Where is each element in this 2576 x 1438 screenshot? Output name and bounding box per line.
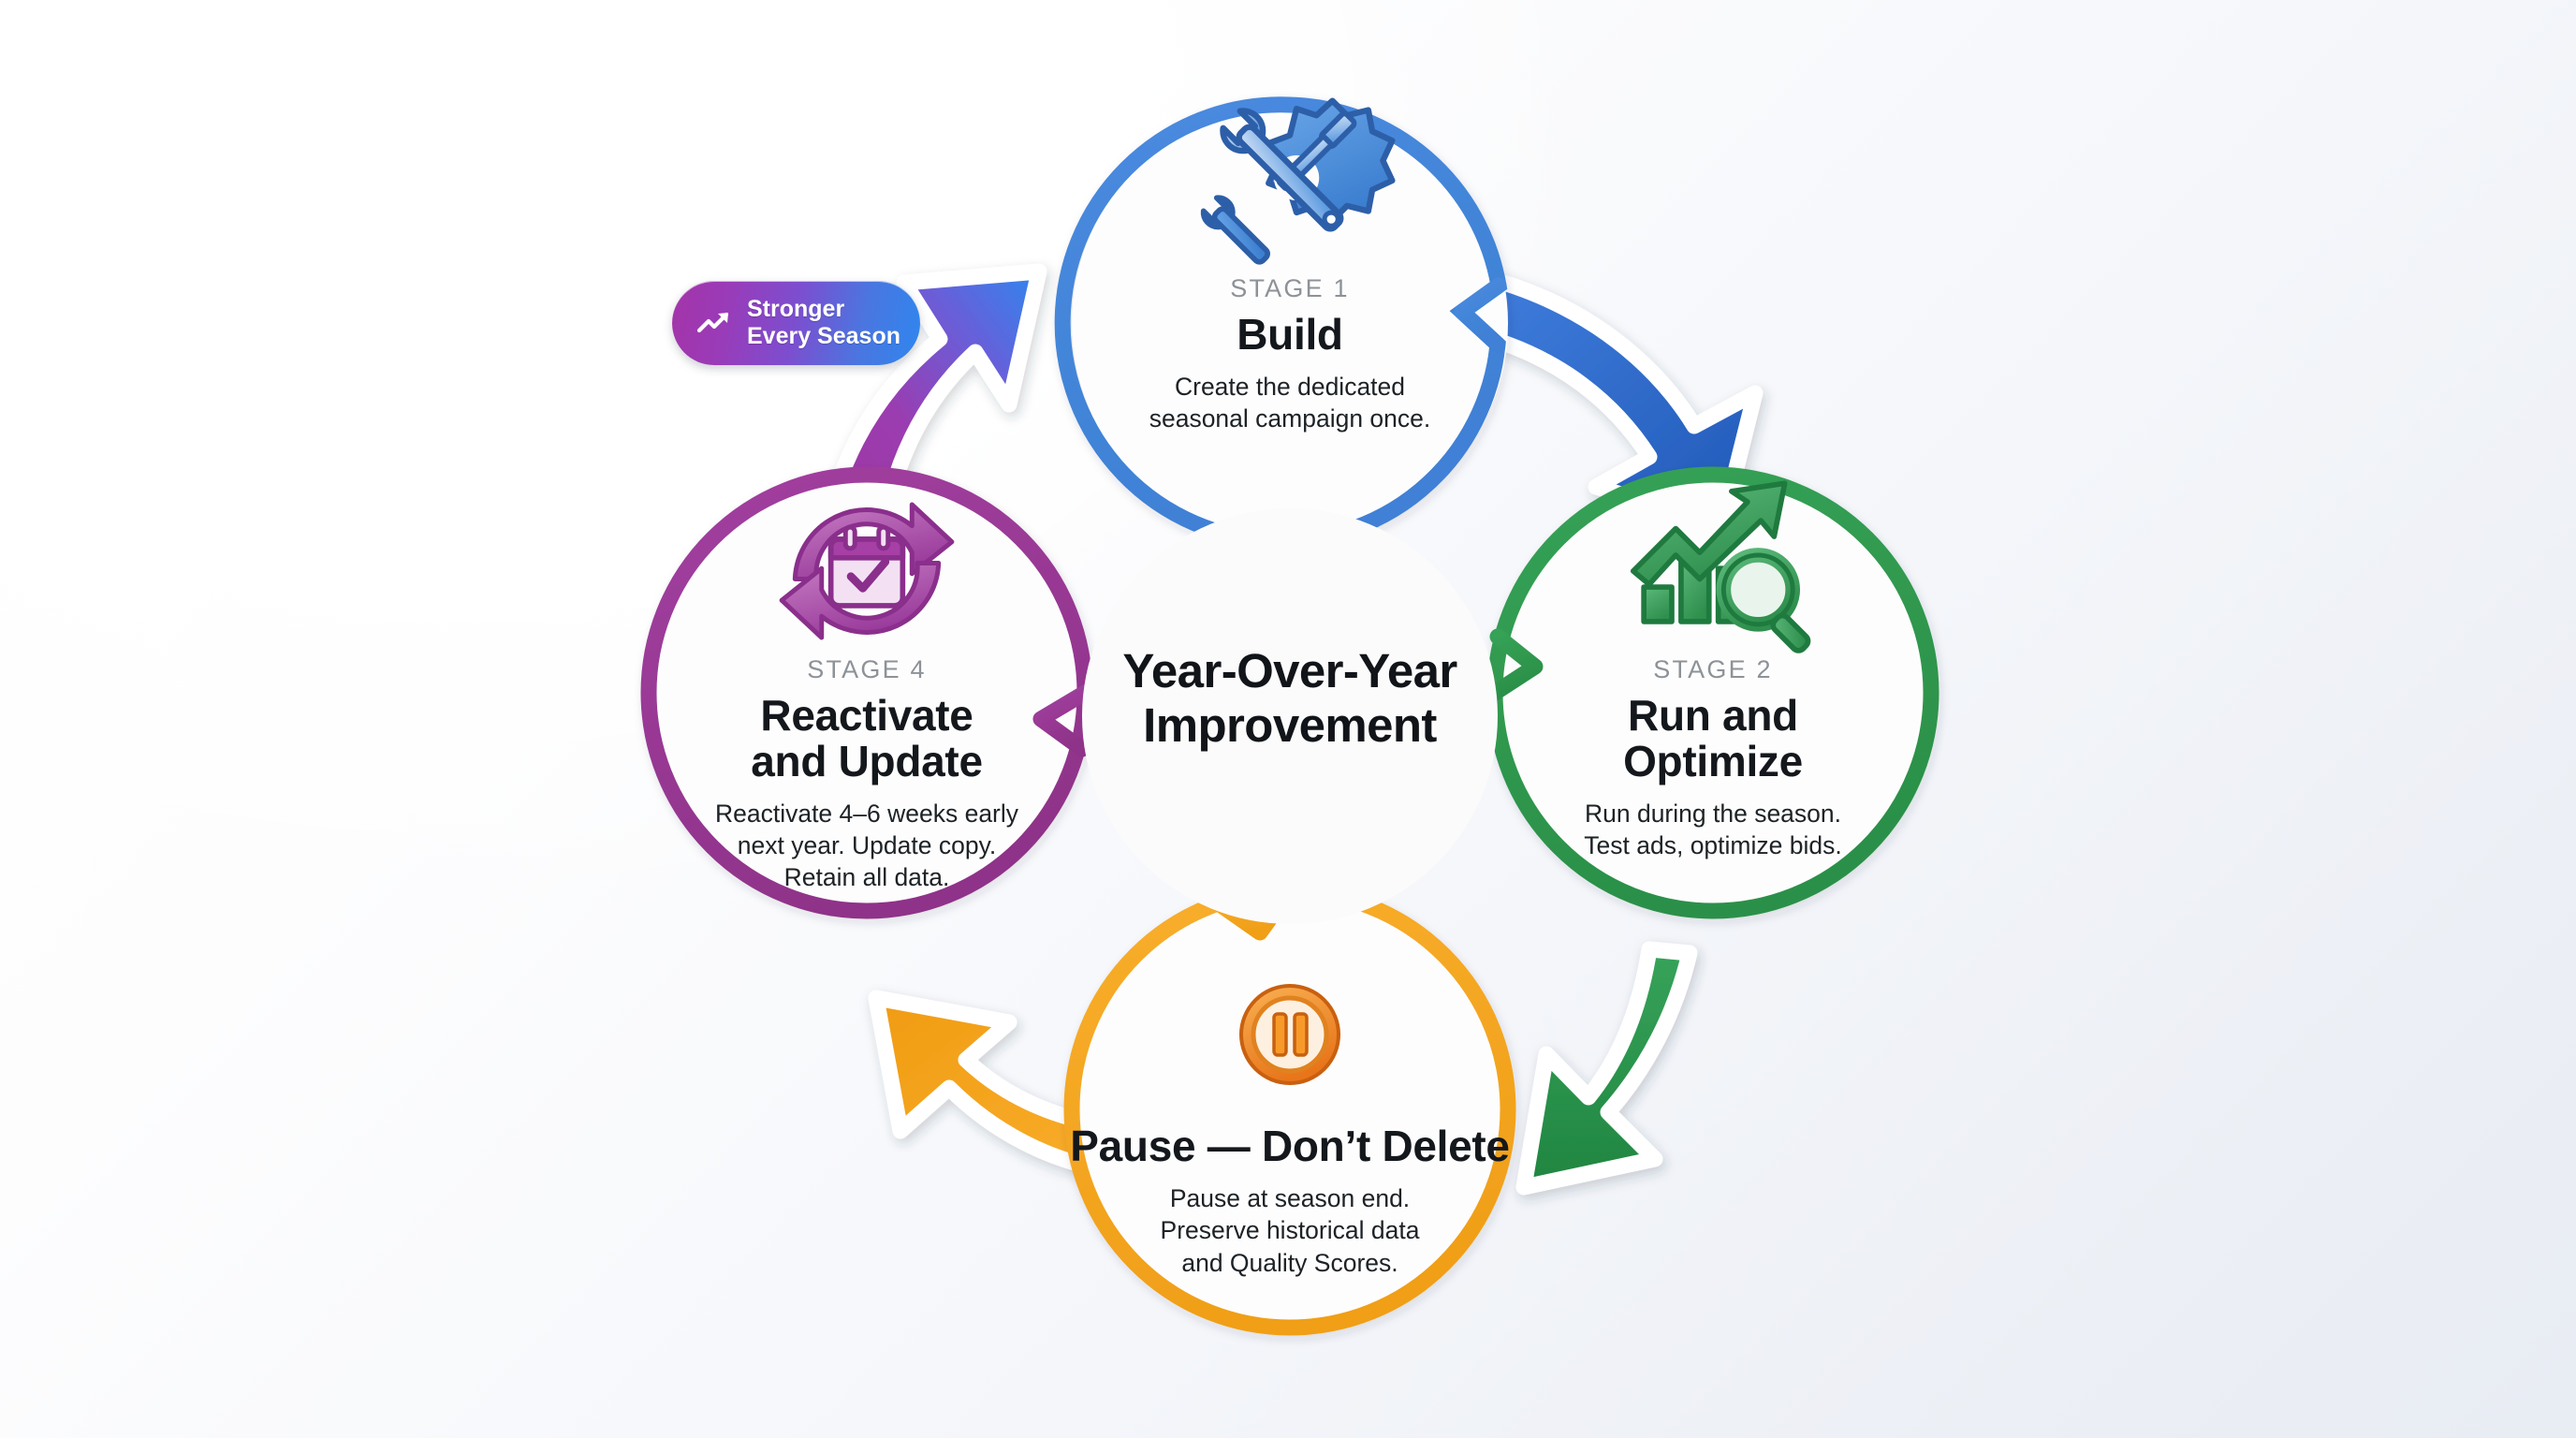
stage-desc-build: Create the dedicated seasonal campaign o… — [1149, 372, 1431, 433]
arrow-pause-to-reactivate — [868, 990, 1122, 1179]
badge-text: Stronger Every Season — [747, 296, 900, 351]
badge-line1: Stronger — [747, 295, 845, 322]
stage-title-run-and-optimize: Run and Optimize — [1623, 691, 1803, 785]
stage-desc-reactivate-and-update: Reactivate 4–6 weeks early next year. Up… — [714, 799, 1019, 892]
stage-eyebrow-build: STAGE 1 — [1230, 274, 1350, 302]
center-hub-title: Year-Over-Year Improvement — [1056, 644, 1524, 753]
tools-wrench-screwdriver-gear-icon — [1200, 97, 1396, 265]
stage-card-pause-dont-delete[interactable]: Pause — Don’t Delete Pause at season end… — [1056, 1123, 1524, 1279]
pause-button-icon — [1239, 984, 1340, 1085]
center-hub-title-line1: Year-Over-Year — [1122, 644, 1457, 697]
stage-title-pause-dont-delete: Pause — Don’t Delete — [1070, 1122, 1510, 1170]
stage-card-build[interactable]: STAGE 1 Build Create the dedicated seaso… — [1075, 274, 1505, 435]
growth-chart-magnifier-icon — [1630, 480, 1811, 653]
trending-up-icon — [696, 312, 729, 333]
stage-card-reactivate-and-update[interactable]: STAGE 4 Reactivate and Update Reactivate… — [651, 655, 1082, 894]
stage-desc-run-and-optimize: Run during the season. Test ads, optimiz… — [1584, 799, 1842, 859]
stage-card-run-and-optimize[interactable]: STAGE 2 Run and Optimize Run during the … — [1498, 655, 1928, 861]
badge-line2: Every Season — [747, 323, 900, 349]
center-hub-title-line2: Improvement — [1143, 698, 1437, 753]
center-hub — [1082, 508, 1498, 924]
stage-desc-pause-dont-delete: Pause at season end. Preserve historical… — [1160, 1183, 1420, 1277]
stage-title-build: Build — [1237, 310, 1343, 359]
calendar-refresh-check-icon — [779, 502, 955, 640]
stage-title-reactivate-and-update: Reactivate and Update — [751, 691, 983, 785]
stage-eyebrow-reactivate-and-update: STAGE 4 — [807, 655, 927, 683]
arrow-run-to-pause — [1515, 941, 1698, 1196]
stronger-every-season-badge[interactable]: Stronger Every Season — [672, 281, 920, 365]
stage-eyebrow-run-and-optimize: STAGE 2 — [1653, 655, 1773, 683]
